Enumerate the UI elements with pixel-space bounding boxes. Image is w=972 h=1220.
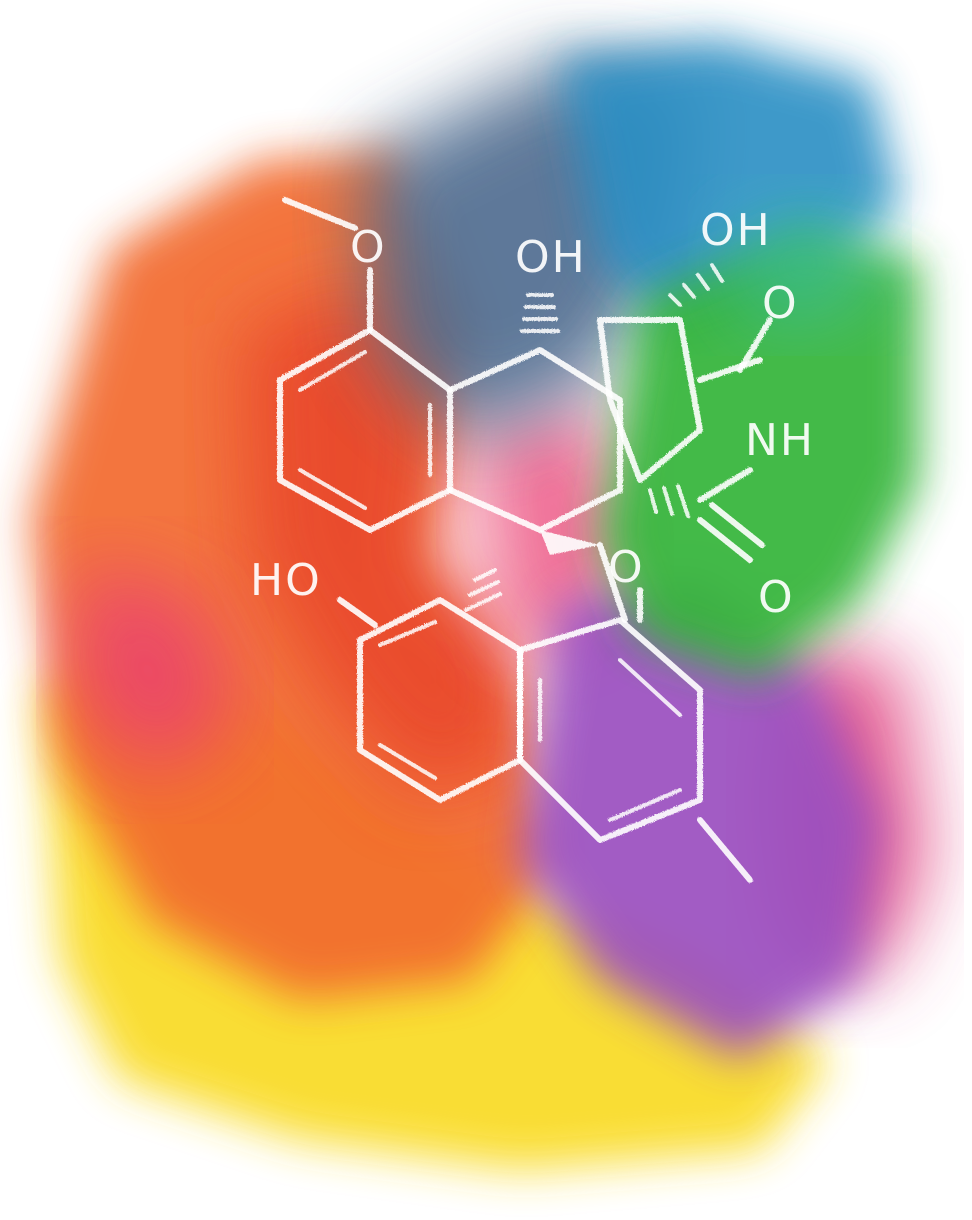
- red-orange-wash: [240, 280, 520, 800]
- lower-right-double-1: [618, 658, 682, 717]
- ring-to-carbonyl-bond: [697, 357, 763, 383]
- hashed-wedge-top-right: [668, 263, 724, 307]
- left-ring-double-bond-3: [298, 468, 367, 510]
- five-membered-ring: [597, 317, 703, 483]
- solid-wedge-spiro: [540, 530, 600, 555]
- methyl-tail-bond: [697, 817, 753, 883]
- atom-labels: O OH OH O NH O O HO: [250, 205, 815, 623]
- chalk-molecule: [277, 197, 773, 883]
- lower-right-double-3: [608, 788, 682, 822]
- ring-oxygen-bond-left: [597, 542, 628, 623]
- left-ring-double-bond-1: [298, 350, 367, 392]
- label-carbonyl-lower: O: [758, 572, 795, 623]
- label-carbonyl-upper: O: [762, 278, 799, 329]
- hashed-wedge-lower-center: [464, 568, 502, 612]
- lower-right-ring: [517, 617, 703, 843]
- lower-carbonyl-bond-2: [709, 502, 765, 548]
- lower-left-double-1: [378, 620, 437, 647]
- lower-left-double-2: [378, 743, 437, 780]
- label-hydroxyl-top-right: OH: [700, 205, 772, 256]
- methoxy-methyl-bond: [282, 197, 358, 231]
- label-hydroxyl-left: HO: [250, 555, 322, 606]
- hydroxyl-left-bond: [337, 597, 378, 628]
- watercolor-wash: [30, 40, 930, 1170]
- lower-carbonyl-bond-1: [697, 517, 753, 563]
- label-amide: NH: [745, 415, 815, 466]
- green-wash: [600, 230, 920, 680]
- hashed-wedge-center: [520, 293, 560, 333]
- teal-highlight: [720, 200, 880, 330]
- label-top-left-oxygen: O: [350, 222, 387, 273]
- label-hydroxyl-center: OH: [515, 232, 587, 283]
- pink-wash: [70, 560, 240, 780]
- label-ring-oxygen: O: [608, 542, 645, 593]
- middle-ring: [447, 347, 623, 533]
- carbonyl-upper-double-bond: [737, 317, 773, 373]
- lower-imide-bond: [697, 467, 753, 503]
- hashed-wedge-lower: [648, 484, 690, 518]
